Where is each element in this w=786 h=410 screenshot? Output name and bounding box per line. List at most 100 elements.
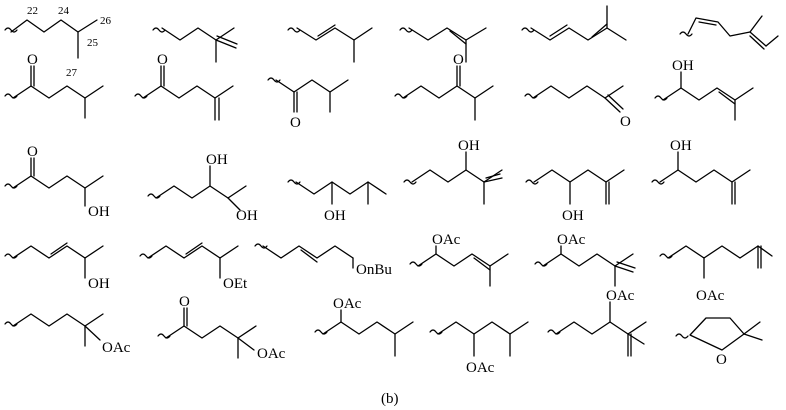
carbon-chain bbox=[402, 85, 494, 99]
atom-label-OAc: OAc bbox=[102, 340, 131, 356]
double-bond-1 bbox=[698, 21, 717, 26]
structure-s13: O OH bbox=[4, 144, 110, 220]
structure-s20: OEt bbox=[139, 242, 248, 292]
structure-s18: OH bbox=[651, 138, 751, 205]
structure-s3 bbox=[287, 24, 373, 63]
wavy-attachment bbox=[4, 321, 18, 327]
structure-s15: OH bbox=[287, 179, 387, 224]
atom-label-OH: OH bbox=[206, 152, 228, 168]
structure-s30: O bbox=[675, 317, 763, 368]
exo-double-bond bbox=[483, 173, 503, 183]
wavy-attachment bbox=[429, 329, 443, 335]
atom-label-OAc: OAc bbox=[606, 288, 635, 304]
atom-number-26: 26 bbox=[100, 15, 112, 27]
methyl-bond bbox=[749, 15, 763, 33]
atom-label-OH: OH bbox=[670, 138, 692, 154]
methyl-bond bbox=[627, 333, 645, 345]
exo-double-bond bbox=[627, 333, 632, 357]
structure-s29: OAc bbox=[547, 288, 647, 357]
hydroxyl-bond-2 bbox=[227, 197, 241, 211]
atom-label-OAc: OAc bbox=[696, 288, 725, 304]
wavy-attachment bbox=[139, 253, 153, 259]
wavy-attachment bbox=[4, 183, 18, 189]
carbon-chain bbox=[161, 27, 235, 41]
structure-s17: OH bbox=[525, 169, 625, 224]
atom-label-OH: OH bbox=[324, 208, 346, 224]
exo-double-bond bbox=[731, 181, 736, 205]
atom-label-O: O bbox=[716, 352, 727, 368]
carbon-chain bbox=[262, 245, 354, 259]
carbonyl-bond bbox=[30, 157, 35, 177]
structure-s19: OH bbox=[4, 242, 110, 292]
structure-s21: OnBu bbox=[254, 243, 392, 278]
carbon-chain bbox=[555, 321, 647, 335]
figure-caption: (b) bbox=[381, 391, 399, 407]
exo-double-bond bbox=[757, 245, 762, 269]
exo-double-bond bbox=[214, 97, 220, 121]
atom-label-O: O bbox=[620, 114, 631, 130]
structure-s9: O bbox=[267, 77, 349, 131]
atom-number-24: 24 bbox=[58, 5, 70, 17]
structure-s25: OAc bbox=[4, 313, 131, 356]
structure-s14: OH OH bbox=[147, 152, 258, 224]
carbonyl-bond bbox=[604, 94, 624, 113]
atom-label-OH: OH bbox=[458, 138, 480, 154]
wavy-attachment bbox=[524, 93, 538, 99]
atom-label-O: O bbox=[27, 52, 38, 68]
structure-s24: OAc bbox=[659, 245, 773, 304]
structure-s2 bbox=[152, 27, 238, 63]
wavy-attachment bbox=[287, 27, 301, 33]
structure-s4 bbox=[399, 27, 487, 63]
wavy-attachment bbox=[521, 27, 535, 33]
wavy-attachment bbox=[534, 261, 548, 267]
carbon-chain bbox=[295, 181, 387, 195]
wavy-attachment bbox=[4, 27, 18, 33]
wavy-attachment bbox=[157, 333, 171, 339]
wavy-attachment bbox=[409, 261, 423, 267]
atom-number-25: 25 bbox=[87, 37, 99, 49]
atom-label-OAc: OAc bbox=[466, 360, 495, 376]
atom-label-O: O bbox=[27, 144, 38, 160]
atom-label-OH: OH bbox=[562, 208, 584, 224]
atom-label-OEt: OEt bbox=[223, 276, 248, 292]
structure-s27: OAc bbox=[314, 296, 414, 357]
carbon-chain bbox=[296, 27, 373, 41]
gem-dimethyl-bond-1 bbox=[743, 321, 761, 335]
carbon-chain bbox=[155, 185, 247, 199]
wavy-attachment bbox=[679, 31, 693, 37]
wavy-attachment bbox=[654, 95, 668, 101]
atom-label-OH: OH bbox=[88, 204, 110, 220]
carbon-chain bbox=[12, 245, 104, 259]
structure-s26: O OAc bbox=[157, 294, 286, 362]
atom-label-O: O bbox=[179, 294, 190, 310]
carbon-chain bbox=[532, 85, 624, 99]
carbon-chain bbox=[659, 169, 751, 183]
wavy-attachment bbox=[525, 179, 539, 185]
gem-dimethyl-bond-2 bbox=[743, 333, 763, 341]
atom-label-OAc: OAc bbox=[557, 232, 586, 248]
double-bond bbox=[50, 242, 68, 255]
atom-label-OnBu: OnBu bbox=[356, 262, 392, 278]
structure-s11: O bbox=[524, 85, 631, 130]
double-bond bbox=[300, 249, 318, 263]
double-bond bbox=[449, 30, 467, 45]
acetoxy-bond bbox=[237, 337, 255, 351]
double-bond-2 bbox=[591, 23, 608, 38]
atom-number-22: 22 bbox=[27, 5, 38, 17]
atom-label-OH: OH bbox=[88, 276, 110, 292]
carbon-chain bbox=[530, 27, 627, 41]
double-bond-1 bbox=[549, 24, 568, 37]
atom-label-O: O bbox=[453, 52, 464, 68]
wavy-attachment bbox=[403, 179, 417, 185]
atom-label-OH: OH bbox=[672, 58, 694, 74]
structure-s22: OAc bbox=[409, 232, 509, 287]
atom-label-OAc: OAc bbox=[333, 296, 362, 312]
wavy-attachment bbox=[147, 193, 161, 199]
structure-s6 bbox=[679, 15, 779, 50]
carbon-chain bbox=[687, 17, 767, 47]
carbonyl-bond bbox=[183, 307, 188, 327]
atom-label-O: O bbox=[157, 52, 168, 68]
atom-label-OAc: OAc bbox=[432, 232, 461, 248]
carbon-chain bbox=[437, 321, 529, 335]
